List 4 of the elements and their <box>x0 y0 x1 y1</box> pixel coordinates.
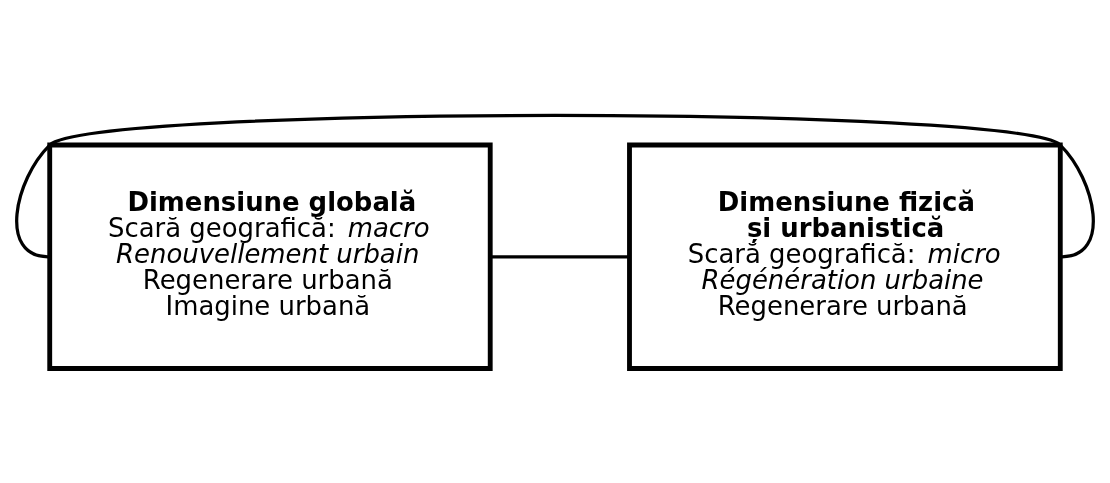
connector <box>15 113 1095 258</box>
connector <box>490 254 630 258</box>
node-box: Dimensiune fizică și urbanistică Scară geografică: micro Régénération urbaine Regenerare urbană <box>627 142 1063 371</box>
node-box: Dimensiune globală Scară geografică: macro Renouvellement urbain Regenerare urbană Imagine urbană <box>47 142 493 371</box>
